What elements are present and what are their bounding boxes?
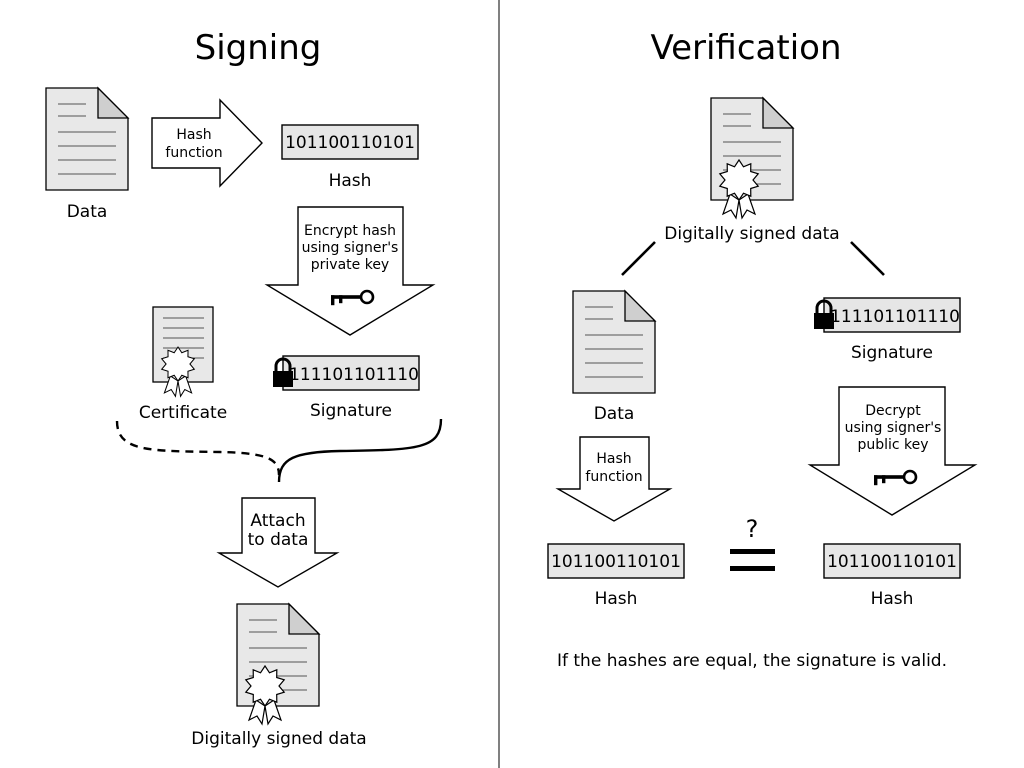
verification-right-hash-box (823, 543, 961, 579)
conclusion-text: If the hashes are equal, the signature i… (557, 651, 947, 671)
signing-title: Signing (195, 28, 322, 68)
signing-hash-function-line2: function (165, 145, 222, 161)
split-line-right (850, 241, 885, 276)
document-icon (45, 86, 130, 191)
signing-hash-box (281, 124, 419, 160)
encrypt-text-line2: using signer's (302, 240, 399, 256)
hash-function-arrow (151, 98, 263, 188)
verification-title: Verification (650, 28, 841, 68)
split-line-left (621, 241, 656, 276)
attach-text-line1: Attach (250, 511, 305, 531)
verification-data-label: Data (594, 404, 635, 424)
document-icon (572, 289, 657, 394)
verification-right-hash-label: Hash (871, 589, 914, 609)
verification-hash-function-line1: Hash (596, 451, 631, 467)
signing-hash-label: Hash (329, 171, 372, 191)
verification-right-hash-value: 101100110101 (827, 552, 957, 572)
decrypt-text-line2: using signer's (845, 420, 942, 436)
decrypt-text-line1: Decrypt (865, 403, 921, 419)
encrypt-text-line1: Encrypt hash (304, 223, 396, 239)
certificate-label: Certificate (139, 403, 227, 423)
signing-signature-box (282, 355, 420, 391)
decrypt-text-line3: public key (857, 437, 928, 453)
verification-hash-arrow (555, 436, 673, 522)
verification-signature-value: 111101101110 (830, 307, 960, 327)
signing-data-label: Data (67, 202, 108, 222)
signing-signature-label: Signature (310, 401, 392, 421)
question-mark: ? (746, 515, 759, 543)
verification-left-hash-value: 101100110101 (551, 552, 681, 572)
verification-signature-box (823, 297, 961, 333)
brace-dashed (115, 420, 281, 476)
signing-hash-value: 101100110101 (285, 133, 415, 153)
verification-signature-label: Signature (851, 343, 933, 363)
attach-text-line2: to data (248, 530, 309, 550)
equals-sign-bottom (730, 566, 775, 571)
encrypt-text-line3: private key (311, 257, 389, 273)
brace-solid (277, 418, 443, 483)
verification-left-hash-box (547, 543, 685, 579)
equals-sign-top (730, 549, 775, 554)
verification-left-hash-label: Hash (595, 589, 638, 609)
encrypt-arrow (264, 206, 436, 336)
signing-signature-value: 111101101110 (289, 365, 419, 385)
verification-hash-function-line2: function (585, 469, 642, 485)
signing-hash-function-line1: Hash (176, 127, 211, 143)
attach-arrow (216, 497, 340, 588)
verification-signed-label: Digitally signed data (664, 224, 839, 244)
decrypt-arrow (807, 386, 978, 516)
signing-signed-label: Digitally signed data (191, 729, 366, 749)
